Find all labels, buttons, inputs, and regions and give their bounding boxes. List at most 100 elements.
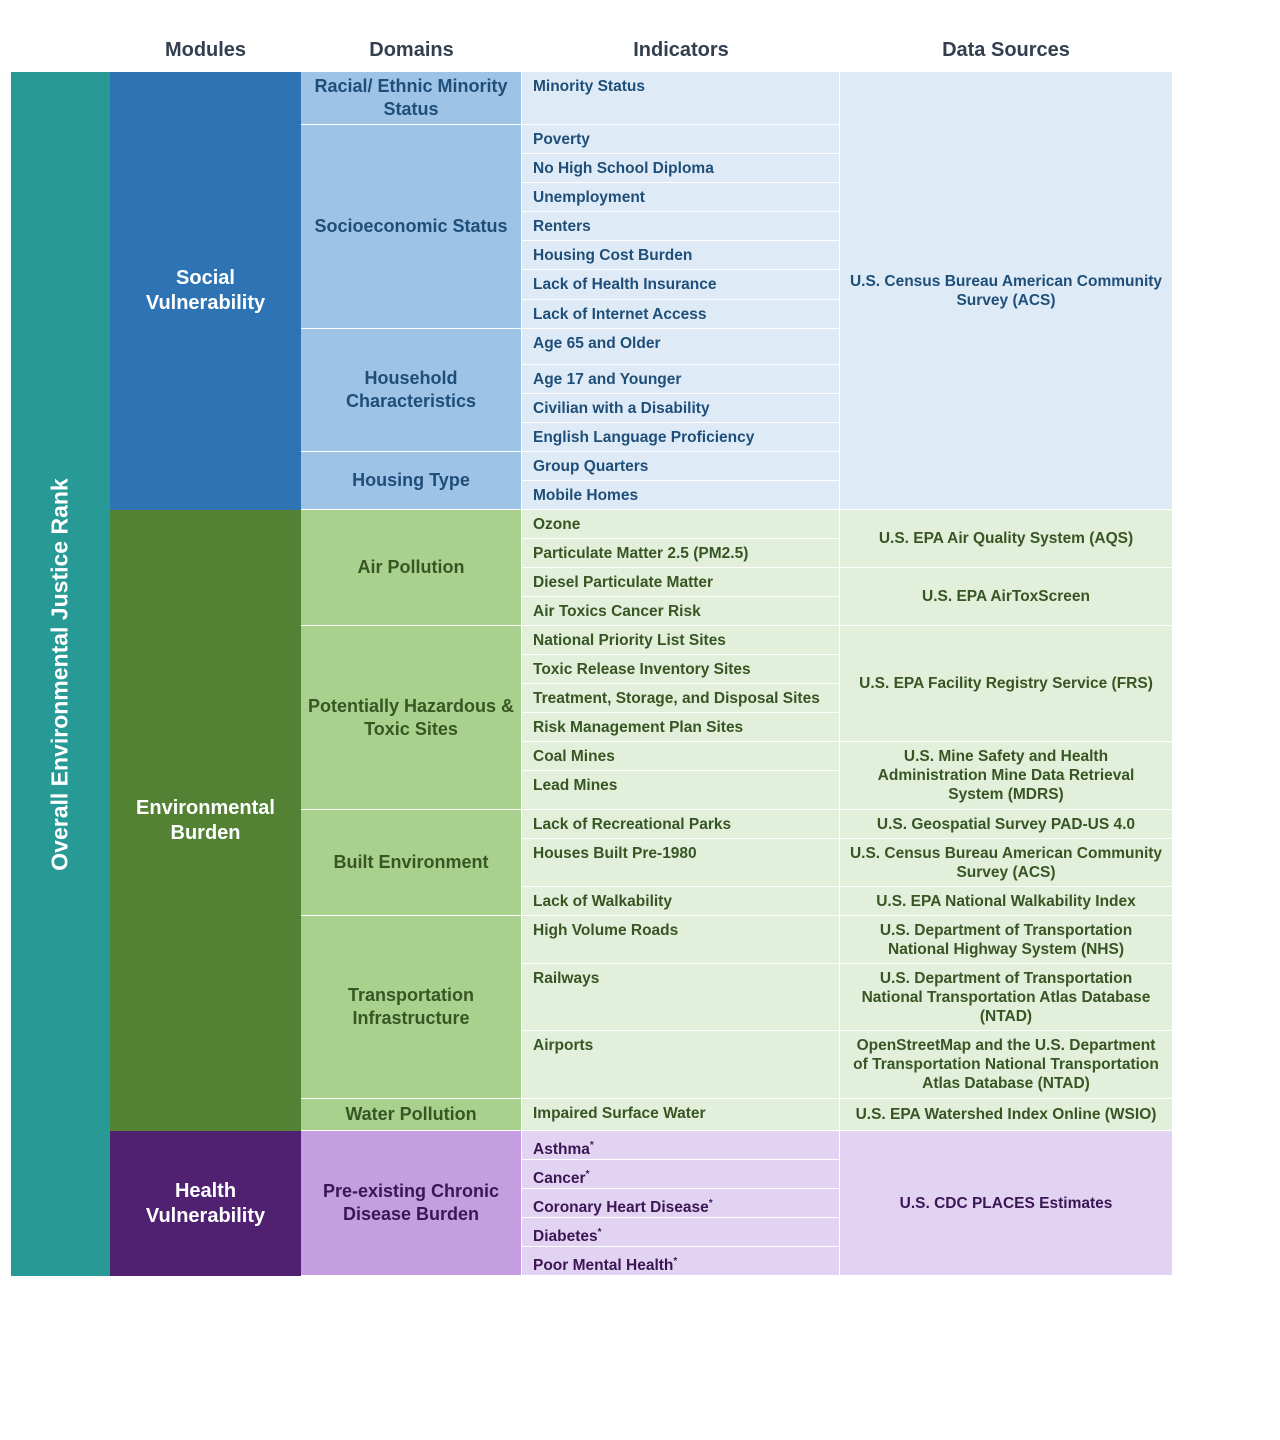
indicator-row: English Language Proficiency <box>522 423 840 452</box>
header-modules: Modules <box>164 38 247 61</box>
domain-household: Household Characteristics <box>301 329 522 452</box>
indicator-row-label: Houses Built Pre-1980 <box>533 845 697 862</box>
domain-transport-label: Transportation Infrastructure <box>347 985 474 1028</box>
indicator-row: Unemployment <box>522 183 840 212</box>
indicator-row-label: Housing Cost Burden <box>533 247 693 264</box>
data-source: U.S. EPA Air Quality System (AQS) <box>840 510 1172 568</box>
domain-transport: Transportation Infrastructure <box>301 916 522 1099</box>
domain-hazardous: Potentially Hazardous & Toxic Sites <box>301 626 522 810</box>
indicator-row-label: Poverty <box>533 131 590 148</box>
domain-chronic: Pre-existing Chronic Disease Burden <box>301 1131 522 1276</box>
data-source-label: U.S. EPA National Walkability Index <box>876 892 1136 910</box>
indicator-row-label: Diabetes* <box>533 1227 602 1246</box>
data-source: U.S. Census Bureau American Community Su… <box>840 72 1172 510</box>
indicator-row: Houses Built Pre-1980 <box>522 839 840 887</box>
data-source-label: U.S. Department of Transportation Nation… <box>879 921 1133 958</box>
data-source-label: U.S. EPA Watershed Index Online (WSIO) <box>855 1106 1157 1123</box>
indicator-row-label: High Volume Roads <box>533 922 679 939</box>
domain-built: Built Environment <box>301 810 522 916</box>
indicator-row: Coronary Heart Disease* <box>522 1189 840 1218</box>
indicator-row: Air Toxics Cancer Risk <box>522 597 840 626</box>
data-source: U.S. Department of Transportation Nation… <box>840 916 1172 964</box>
domain-housing_type-label: Housing Type <box>352 470 470 490</box>
footnote-mark: * <box>589 1140 594 1151</box>
footnote-mark: * <box>597 1227 602 1238</box>
indicator-row-label: Age 17 and Younger <box>533 371 682 388</box>
indicator-row-label: Lack of Recreational Parks <box>533 816 732 833</box>
indicator-row: Ozone <box>522 510 840 539</box>
indicator-row-label: English Language Proficiency <box>533 429 755 446</box>
indicator-row: Poor Mental Health* <box>522 1247 840 1276</box>
indicator-row: Diabetes* <box>522 1218 840 1247</box>
indicator-row: Lead Mines <box>522 771 840 810</box>
indicator-row-label: Lack of Internet Access <box>533 306 707 323</box>
indicator-row-label: Lack of Walkability <box>533 893 672 910</box>
data-source-label: U.S. EPA Air Quality System (AQS) <box>878 530 1134 547</box>
indicator-row: Risk Management Plan Sites <box>522 713 840 742</box>
indicator-row: Toxic Release Inventory Sites <box>522 655 840 684</box>
indicator-row-label: Particulate Matter 2.5 (PM2.5) <box>533 545 749 562</box>
indicator-row: Treatment, Storage, and Disposal Sites <box>522 684 840 713</box>
indicator-row-label: Risk Management Plan Sites <box>533 719 744 736</box>
indicator-row: Minority Status <box>522 72 840 125</box>
domain-socioeconomic: Socioeconomic Status <box>301 125 522 329</box>
domain-household-label: Household Characteristics <box>345 368 477 411</box>
indicator-row: Poverty <box>522 125 840 154</box>
indicator-row-label: Asthma* <box>533 1140 594 1159</box>
indicator-row: Lack of Internet Access <box>522 300 840 329</box>
data-source: U.S. CDC PLACES Estimates <box>840 1131 1172 1276</box>
indicator-row: Mobile Homes <box>522 481 840 510</box>
data-source-label: OpenStreetMap and the U.S. Department of… <box>853 1037 1159 1092</box>
module-env-label: Environmental Burden <box>136 796 275 844</box>
indicator-row-label: No High School Diploma <box>533 160 714 177</box>
indicator-row: Age 17 and Younger <box>522 365 840 394</box>
indicator-row: Railways <box>522 964 840 1031</box>
footnote-mark: * <box>673 1256 678 1267</box>
indicator-row-label: Age 65 and Older <box>533 335 661 352</box>
data-source: U.S. Department of Transportation Nation… <box>840 964 1172 1031</box>
indicator-row: Lack of Health Insurance <box>522 270 840 300</box>
indicator-row: Particulate Matter 2.5 (PM2.5) <box>522 539 840 568</box>
indicator-row: No High School Diploma <box>522 154 840 183</box>
indicator-row: Asthma* <box>522 1131 840 1160</box>
data-source-label: U.S. Geospatial Survey PAD-US 4.0 <box>876 815 1136 833</box>
indicator-row-label: Civilian with a Disability <box>533 400 710 417</box>
data-source-label: U.S. EPA Facility Registry Service (FRS) <box>859 675 1153 692</box>
domain-water: Water Pollution <box>301 1099 522 1131</box>
data-source: U.S. Mine Safety and Health Administrati… <box>840 742 1172 810</box>
data-source-label: U.S. CDC PLACES Estimates <box>899 1194 1113 1212</box>
domain-chronic-label: Pre-existing Chronic Disease Burden <box>322 1181 500 1224</box>
domain-minority-label: Racial/ Ethnic Minority Status <box>314 76 508 119</box>
domain-air: Air Pollution <box>301 510 522 626</box>
data-source-label: U.S. Mine Safety and Health Administrati… <box>877 748 1135 803</box>
indicator-row-label: Cancer* <box>533 1169 590 1188</box>
indicator-row-label: National Priority List Sites <box>533 632 726 649</box>
indicator-row-label: Renters <box>533 218 591 235</box>
indicator-row: Civilian with a Disability <box>522 394 840 423</box>
indicator-row: Cancer* <box>522 1160 840 1189</box>
domain-housing_type: Housing Type <box>301 452 522 510</box>
module-social-label: Social Vulnerability <box>145 267 266 314</box>
footnote-mark: * <box>585 1169 590 1180</box>
indicator-row: Age 65 and Older <box>522 329 840 365</box>
indicator-row-label: Mobile Homes <box>533 487 639 504</box>
data-source: U.S. EPA AirToxScreen <box>840 568 1172 626</box>
indicator-row: Impaired Surface Water <box>522 1099 840 1131</box>
data-source: U.S. Geospatial Survey PAD-US 4.0 <box>840 810 1172 839</box>
domain-air-label: Air Pollution <box>357 557 465 577</box>
data-source: U.S. EPA National Walkability Index <box>840 887 1172 916</box>
indicator-row-label: Group Quarters <box>533 458 649 475</box>
indicator-row-label: Treatment, Storage, and Disposal Sites <box>533 690 820 707</box>
indicator-row: Diesel Particulate Matter <box>522 568 840 597</box>
indicator-row-label: Ozone <box>533 516 581 533</box>
data-source: U.S. EPA Facility Registry Service (FRS) <box>840 626 1172 742</box>
indicator-row-label: Poor Mental Health* <box>533 1256 678 1275</box>
footnote-mark: * <box>708 1198 713 1209</box>
indicator-row: Airports <box>522 1031 840 1099</box>
module-health: Health Vulnerability <box>110 1131 301 1276</box>
indicator-row-label: Impaired Surface Water <box>533 1105 706 1122</box>
indicator-row-label: Unemployment <box>533 189 645 206</box>
indicator-row-label: Coal Mines <box>533 748 615 765</box>
domain-water-label: Water Pollution <box>345 1104 477 1124</box>
